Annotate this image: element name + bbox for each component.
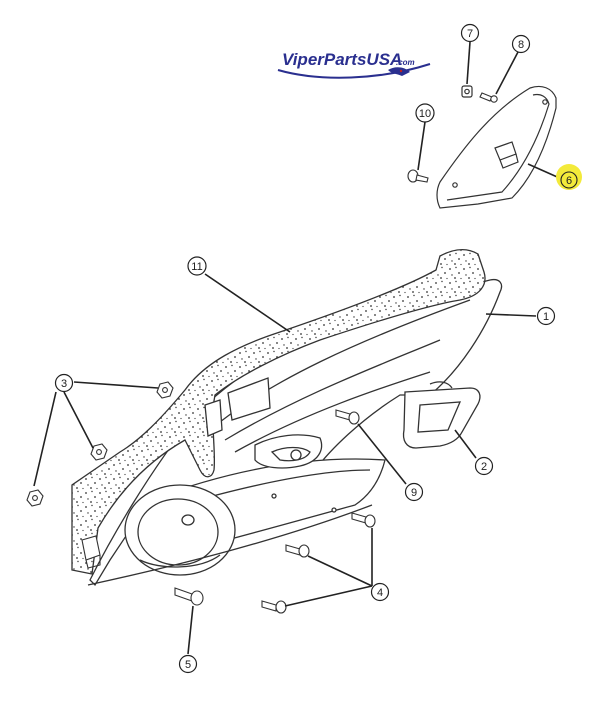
screw-5-part: [174, 587, 204, 606]
callout-10-label: 10: [419, 108, 431, 120]
callout-1-label: 1: [543, 311, 549, 323]
callout-8: 8: [511, 34, 531, 54]
screw-4a-part: [351, 512, 376, 528]
callout-11-label: 11: [191, 261, 202, 273]
screw-9-part: [335, 409, 360, 425]
callout-1: 1: [536, 306, 556, 326]
logo-brand-text: ViperPartsUSA: [282, 50, 402, 69]
callout-3-label: 3: [61, 378, 67, 390]
callout-7: 7: [460, 23, 480, 43]
door-trim-panel-part: [87, 278, 503, 587]
push-pin-part: [407, 169, 429, 183]
callout-6-label: 6: [566, 175, 572, 187]
callout-9-label: 9: [411, 487, 417, 499]
callout-4-label: 4: [377, 587, 383, 599]
small-screw-8-part: [479, 92, 498, 103]
viperpartsusa-logo: ViperPartsUSA .com: [277, 50, 431, 79]
viper-head-icon: [388, 67, 410, 76]
callout-5-label: 5: [185, 659, 191, 671]
logo-swoosh: [277, 63, 431, 79]
callout-2: 2: [474, 456, 494, 476]
foam-insulator-part: [71, 249, 486, 575]
logo-suffix-text: .com: [396, 58, 415, 67]
nut-3c-part: [26, 489, 44, 507]
pillar-trim-part: [436, 85, 557, 209]
callout-9: 9: [404, 482, 424, 502]
nut-3b-part: [90, 443, 108, 461]
switch-bezel-part: [402, 381, 481, 449]
screw-4c-part: [261, 600, 287, 614]
callout-10: 10: [415, 103, 435, 123]
callout-4: 4: [370, 582, 390, 602]
nut-3a-part: [156, 381, 174, 399]
callout-11: 11: [187, 256, 207, 276]
clip-nut-part: [461, 85, 473, 98]
callout-3: 3: [54, 373, 74, 393]
callout-7-label: 7: [467, 28, 473, 40]
screw-4b-part: [285, 544, 310, 558]
leader-lines: [33, 41, 565, 655]
callout-6-highlighted: 6: [556, 164, 582, 190]
callout-5: 5: [178, 654, 198, 674]
callout-2-label: 2: [481, 461, 487, 473]
foam-clip-tab: [81, 535, 101, 569]
highlight-marker: [556, 164, 582, 190]
callout-8-label: 8: [518, 39, 524, 51]
